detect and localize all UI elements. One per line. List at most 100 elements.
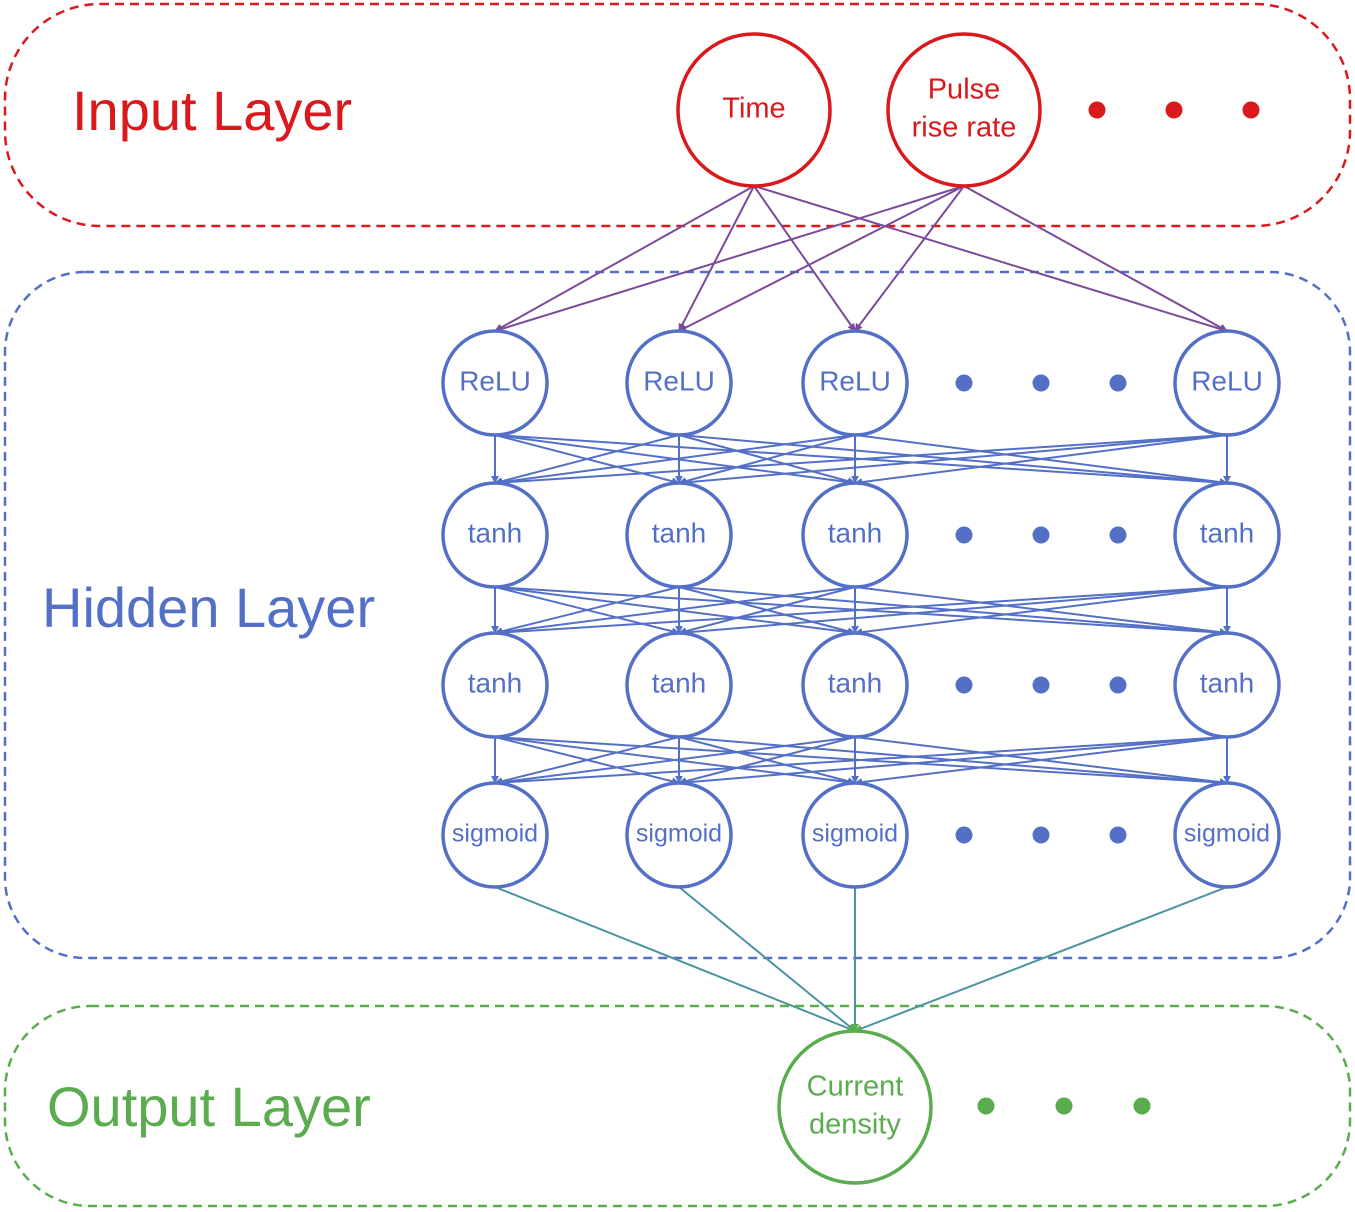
hidden-node-r2-c2: tanh (801, 631, 909, 739)
hidden-ellipsis-dot (1109, 526, 1127, 544)
edge-h1-1-to-h2-0 (494, 586, 680, 636)
edge-input-1-to-h0-3 (963, 185, 1228, 332)
hidden-ellipsis-dot (955, 374, 973, 392)
hidden-node-r3-c2: sigmoid (801, 781, 909, 889)
hidden-node-r2-c2-label: tanh (828, 667, 883, 698)
input-node-1-circle (886, 32, 1042, 188)
hidden-ellipsis-dot (955, 526, 973, 544)
input-layer-box (3, 2, 1352, 228)
connection-edges (491, 185, 1231, 1033)
edge-h3-0-to-output (494, 886, 856, 1033)
hidden-node-r3-c1: sigmoid (625, 781, 733, 889)
hidden-ellipsis-dot (1032, 676, 1050, 694)
hidden-node-r1-c3: tanh (1173, 481, 1281, 589)
hidden-node-r1-c0-label: tanh (468, 517, 523, 548)
output-ellipsis-dot (1055, 1097, 1073, 1115)
hidden-node-r2-c3-circle (1173, 631, 1281, 739)
output-node-0-circle (777, 1029, 933, 1185)
edge-h0-3-to-h1-0 (494, 434, 1228, 487)
hidden-node-r0-c0-label: ReLU (459, 365, 531, 396)
hidden-ellipsis-dot (1032, 826, 1050, 844)
hidden-node-r0-c3-label: ReLU (1191, 365, 1263, 396)
edge-h2-2-to-h3-0 (494, 736, 856, 787)
edge-h2-3-to-h3-0 (494, 736, 1228, 787)
hidden-ellipsis-dot (1109, 374, 1127, 392)
hidden-node-r3-c3: sigmoid (1173, 781, 1281, 889)
hidden-node-r1-c2: tanh (801, 481, 909, 589)
hidden-node-r2-c1: tanh (625, 631, 733, 739)
hidden-node-r2-c2-circle (801, 631, 909, 739)
edge-input-0-to-h0-3 (753, 185, 1228, 333)
edge-input-1-to-h0-0 (494, 185, 965, 333)
ellipsis-dots (955, 101, 1260, 1115)
edge-h3-1-to-output (678, 886, 856, 1032)
hidden-ellipsis-dot (955, 826, 973, 844)
hidden-node-r3-c3-label: sigmoid (1184, 820, 1270, 848)
output-node-0-label: Current (807, 1071, 904, 1103)
edge-h3-3-to-output (854, 886, 1228, 1033)
hidden-node-r0-c1-circle (625, 329, 733, 437)
edge-h2-1-to-h3-0 (494, 736, 680, 786)
hidden-ellipsis-dot (1109, 676, 1127, 694)
hidden-node-r3-c1-label: sigmoid (636, 820, 722, 848)
edge-h2-3-to-h3-1 (678, 736, 1228, 787)
hidden-layer-title: Hidden Layer (42, 576, 375, 639)
hidden-ellipsis-dot (1032, 374, 1050, 392)
edge-h1-2-to-h2-0 (494, 586, 856, 637)
edge-h0-2-to-h1-1 (678, 434, 856, 485)
hidden-node-r2-c0-label: tanh (468, 667, 523, 698)
output-layer-box (3, 1004, 1352, 1208)
edge-h2-2-to-h3-1 (678, 736, 856, 786)
edge-h1-3-to-h2-1 (678, 586, 1228, 637)
hidden-node-r1-c0: tanh (441, 481, 549, 589)
input-node-0-circle (676, 32, 832, 188)
hidden-node-r1-c3-label: tanh (1200, 517, 1255, 548)
input-node-1-label: rise rate (912, 112, 1017, 144)
hidden-node-r2-c1-label: tanh (652, 667, 707, 698)
output-node-0: Current density (777, 1029, 933, 1185)
hidden-node-r1-c0-circle (441, 481, 549, 589)
hidden-ellipsis-dot (1032, 526, 1050, 544)
input-node-0: Time (676, 32, 832, 188)
hidden-node-r3-c0: sigmoid (441, 781, 549, 889)
hidden-node-r2-c1-circle (625, 631, 733, 739)
hidden-node-r0-c1-label: ReLU (643, 365, 715, 396)
output-node-0-label: density (809, 1109, 901, 1141)
edge-h2-3-to-h3-2 (854, 736, 1228, 787)
hidden-node-r2-c0: tanh (441, 631, 549, 739)
input-node-0-label: Time (722, 93, 785, 125)
hidden-node-r3-c0-label: sigmoid (452, 820, 538, 848)
edge-h1-3-to-h2-0 (494, 586, 1228, 637)
input-ellipsis-dot (1242, 101, 1260, 119)
hidden-node-r0-c0: ReLU (441, 329, 549, 437)
input-ellipsis-dot (1165, 101, 1183, 119)
hidden-layer-box (3, 270, 1352, 960)
hidden-node-r0-c2-label: ReLU (819, 365, 891, 396)
input-node-1-label: Pulse (928, 74, 1001, 106)
input-node-1: Pulse rise rate (886, 32, 1042, 188)
edge-h0-1-to-h1-0 (494, 434, 680, 486)
hidden-node-r1-c1-circle (625, 481, 733, 589)
hidden-node-r1-c2-label: tanh (828, 517, 883, 548)
edge-h0-2-to-h1-0 (494, 434, 856, 487)
hidden-node-r2-c3: tanh (1173, 631, 1281, 739)
edge-input-1-to-h0-2 (854, 185, 965, 332)
edge-h0-3-to-h1-2 (854, 434, 1228, 487)
hidden-node-r2-c3-label: tanh (1200, 667, 1255, 698)
hidden-node-r3-c1-circle (625, 781, 733, 889)
hidden-node-r1-c2-circle (801, 481, 909, 589)
hidden-node-r2-c0-circle (441, 631, 549, 739)
input-ellipsis-dot (1088, 101, 1106, 119)
output-ellipsis-dot (1133, 1097, 1151, 1115)
hidden-node-r0-c0-circle (441, 329, 549, 437)
hidden-node-r3-c2-circle (801, 781, 909, 889)
input-layer-title: Input Layer (72, 79, 352, 142)
hidden-node-r1-c1-label: tanh (652, 517, 707, 548)
edge-h0-3-to-h1-1 (678, 434, 1228, 487)
hidden-node-r0-c3: ReLU (1173, 329, 1281, 437)
hidden-node-r0-c2: ReLU (801, 329, 909, 437)
hidden-node-r0-c3-circle (1173, 329, 1281, 437)
output-ellipsis-dot (977, 1097, 995, 1115)
hidden-node-r3-c0-circle (441, 781, 549, 889)
